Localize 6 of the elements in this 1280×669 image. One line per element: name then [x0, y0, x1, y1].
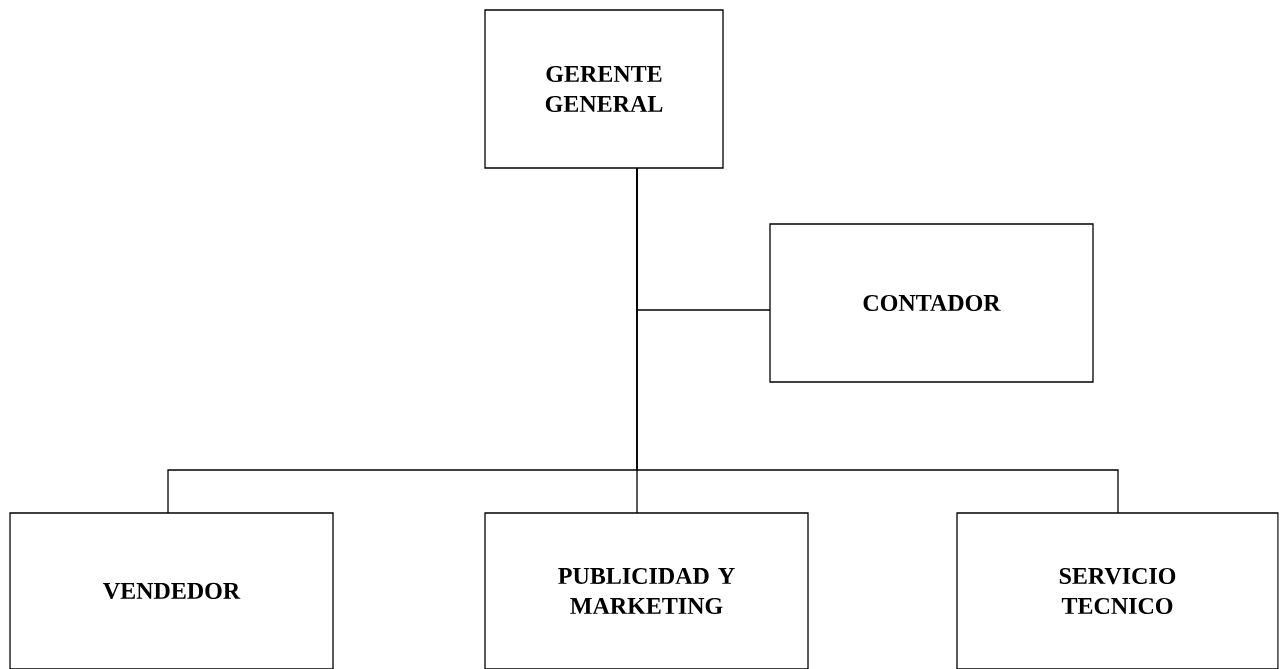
org-box: PUBLICIDAD Y MARKETING [484, 512, 809, 669]
org-box: SERVICIO TECNICO [956, 512, 1279, 669]
org-box: VENDEDOR [9, 512, 334, 669]
org-box: GERENTE GENERAL [484, 9, 724, 169]
connector-line [636, 167, 1119, 514]
org-box: CONTADOR [769, 223, 1094, 383]
